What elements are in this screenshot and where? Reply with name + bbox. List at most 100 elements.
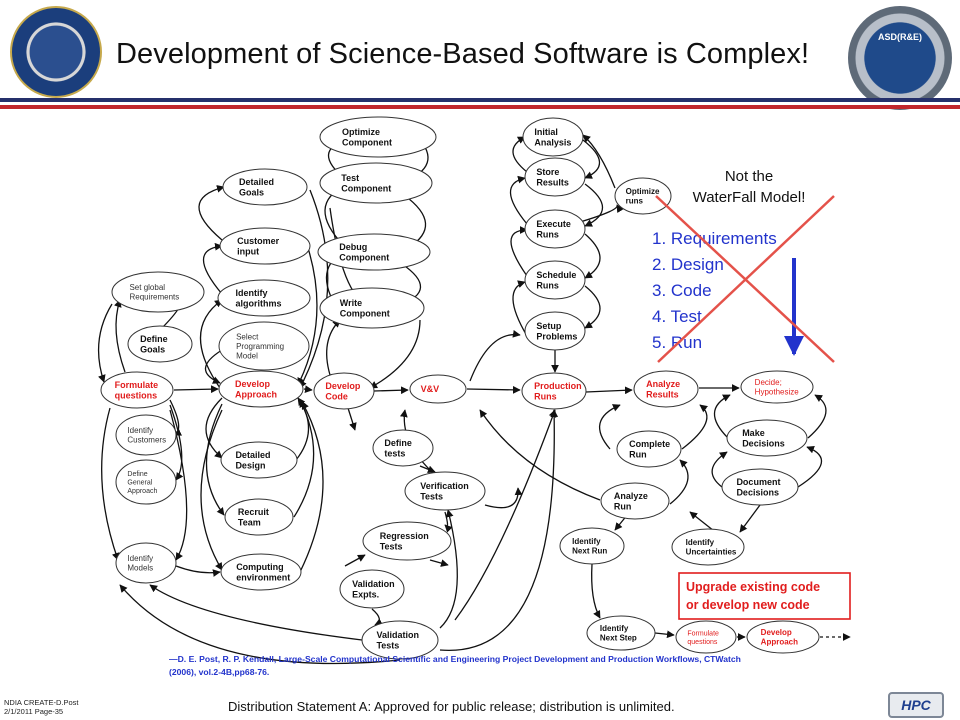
node-shape bbox=[362, 521, 452, 561]
node-label: Identify bbox=[572, 537, 601, 546]
node-label: Verification bbox=[420, 481, 469, 491]
node-label: General bbox=[127, 480, 152, 487]
workflow-arrow bbox=[344, 554, 366, 567]
node-label: input bbox=[237, 246, 259, 256]
node-label: Optimize bbox=[626, 187, 660, 196]
workflow-arrow bbox=[205, 397, 223, 459]
node-shape bbox=[524, 260, 586, 300]
citation-line-1: —D. E. Post, R. P. Kendall, Large-Scale … bbox=[169, 654, 741, 664]
node-label: Tests bbox=[376, 640, 399, 650]
footer-slide-info: NDIA CREATE-D.Post 2/1/2011 Page-35 bbox=[4, 698, 78, 716]
node-label: Develop bbox=[325, 381, 361, 391]
node-label: Define bbox=[127, 471, 147, 478]
workflow-diagram: OptimizeComponentTestComponentDebugCompo… bbox=[97, 116, 851, 677]
asdre-logo-text: ASD(R&E) bbox=[878, 32, 922, 42]
footer-source: NDIA CREATE-D.Post bbox=[4, 698, 79, 707]
node-label: runs bbox=[626, 197, 644, 206]
node-label: Make bbox=[742, 428, 765, 438]
workflow-arrow bbox=[297, 247, 318, 386]
node-label: Design bbox=[235, 460, 265, 470]
node-label: Identify bbox=[127, 554, 153, 563]
slide-title: Development of Science-Based Software is… bbox=[116, 38, 810, 70]
node-label: environment bbox=[236, 572, 290, 582]
workflow-arrow bbox=[173, 385, 219, 394]
node-label: Optimize bbox=[342, 127, 380, 137]
node-label: Identify bbox=[127, 426, 153, 435]
workflow-arrow bbox=[203, 242, 223, 295]
node-label: Models bbox=[127, 564, 153, 573]
node-label: Tests bbox=[380, 541, 403, 551]
node-shape bbox=[111, 271, 205, 313]
node-label: Approach bbox=[761, 638, 798, 647]
workflow-arrow bbox=[598, 404, 621, 450]
waterfall-step-3: 3. Code bbox=[652, 281, 712, 300]
workflow-arrow bbox=[149, 584, 363, 641]
node-label: Hypothesize bbox=[755, 388, 800, 397]
workflow-arrow bbox=[175, 565, 221, 577]
node-shape bbox=[586, 615, 656, 651]
node-label: Debug bbox=[339, 242, 367, 252]
node-label: Problems bbox=[536, 331, 577, 341]
node-label: Production bbox=[534, 381, 582, 391]
node-label: Formulate bbox=[687, 630, 719, 637]
workflow-arrow bbox=[512, 280, 528, 337]
workflow-arrow bbox=[479, 409, 601, 501]
node-label: Tests bbox=[420, 491, 443, 501]
workflow-arrow bbox=[169, 404, 184, 481]
workflow-arrow bbox=[444, 511, 453, 533]
workflow-arrow bbox=[654, 630, 675, 639]
header-stripe-red bbox=[0, 105, 960, 109]
node-shape bbox=[614, 177, 672, 215]
node-label: Define bbox=[140, 334, 168, 344]
node-shape bbox=[616, 430, 682, 468]
node-shape bbox=[220, 441, 298, 479]
header-stripe-navy bbox=[0, 98, 960, 102]
workflow-arrow bbox=[681, 404, 708, 450]
node-shape bbox=[339, 569, 405, 609]
citation-line-2: (2006), vol.2-4B,pp68-76. bbox=[169, 667, 269, 677]
node-label: Setup bbox=[536, 321, 562, 331]
node-label: Customers bbox=[127, 436, 166, 445]
node-label: tests bbox=[384, 448, 405, 458]
node-shape bbox=[319, 116, 437, 158]
workflow-arrow bbox=[584, 285, 601, 329]
dod-seal-logo bbox=[10, 6, 102, 98]
upgrade-callout: Upgrade existing code or develop new cod… bbox=[678, 572, 851, 620]
node-label: Team bbox=[238, 517, 261, 527]
node-label: Analysis bbox=[534, 137, 571, 147]
workflow-arrow bbox=[200, 409, 223, 571]
node-label: Identify bbox=[600, 624, 629, 633]
red-cross-line-2 bbox=[657, 195, 835, 363]
node-label: Runs bbox=[534, 391, 557, 401]
node-label: Detailed bbox=[235, 450, 270, 460]
node-label: Run bbox=[629, 449, 647, 459]
workflow-arrow bbox=[582, 134, 616, 189]
workflow-arrow bbox=[439, 509, 458, 629]
node-shape bbox=[404, 471, 486, 511]
workflow-arrow bbox=[119, 584, 401, 665]
workflow-arrow bbox=[326, 319, 341, 376]
upgrade-line-1: Upgrade existing code bbox=[686, 580, 820, 594]
node-label: Code bbox=[325, 391, 348, 401]
node-shape bbox=[524, 209, 586, 249]
header-stripe-white bbox=[0, 102, 960, 105]
workflow-arrow bbox=[584, 183, 603, 227]
node-label: Store bbox=[536, 167, 559, 177]
node-label: Regression bbox=[380, 531, 429, 541]
workflow-arrow bbox=[293, 399, 315, 518]
node-label: Model bbox=[236, 351, 258, 360]
